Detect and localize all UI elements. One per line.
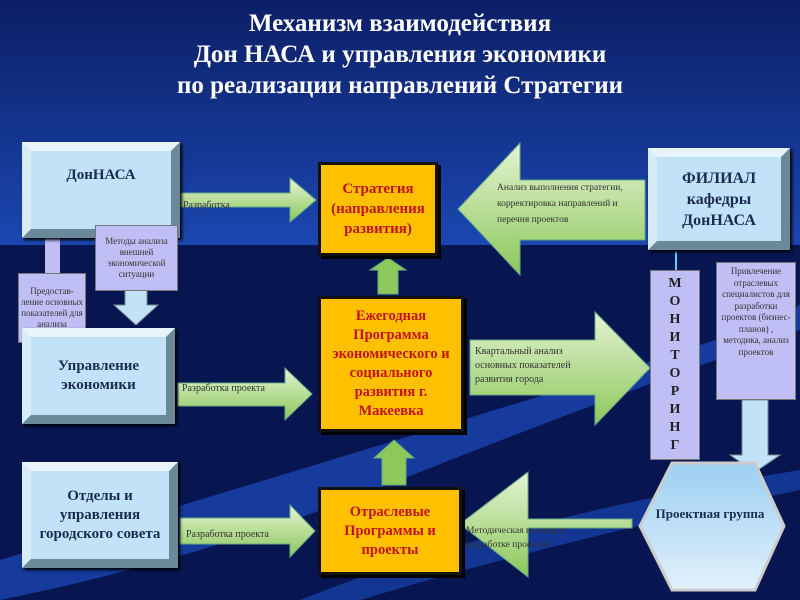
arrow-left-metodich [459, 470, 633, 579]
monitoring-letter: Т [670, 348, 680, 363]
filial-line: ФИЛИАЛ [681, 169, 757, 187]
arrow-right-otdely [179, 503, 316, 559]
box-otdely: Отделы и управления городского совета [22, 462, 178, 568]
box-strategy: Стратегия (направления развития) [318, 162, 438, 256]
box-donnasa: ДонНАСА [22, 142, 180, 238]
arrow-right-kvartal [469, 310, 651, 427]
title-line: Механизм взаимодействия [248, 10, 552, 37]
box-donnasa-label: ДонНАСА [66, 166, 136, 183]
title-line: Дон НАСА и управления экономики [193, 41, 607, 68]
monitoring-letter: Н [669, 312, 681, 327]
label-razrabotka-proekta-2: Разработка проекта [186, 529, 269, 540]
box-upravlenie: Управление экономики [22, 328, 175, 424]
box-annual: Ежегодная Программа экономического и соц… [318, 296, 464, 432]
label-razrabotka: Разработка [183, 200, 230, 211]
arrow-up-annual [368, 257, 408, 295]
project-group-label: Проектная группа [655, 506, 765, 521]
monitoring-letter: И [669, 402, 681, 417]
arrow-up-otraslevye [372, 439, 416, 486]
arrow-down-metody [112, 289, 160, 326]
label-razrabotka-proekta-1: Разработка проекта [182, 383, 265, 394]
monitoring-letter: Н [669, 420, 681, 435]
label-analiz: Анализ выполнения стратегии, корректиров… [497, 183, 623, 225]
arrow-right-upravlenie [177, 366, 313, 422]
box-privlechenie: Привлечение отраслевых специалистов для … [716, 262, 796, 400]
monitoring-letter: Г [670, 438, 680, 453]
connector-predost [45, 236, 60, 274]
monitoring-letter: И [669, 330, 681, 345]
title-line: по реализации направлений Стратегии [176, 72, 624, 99]
box-metody: Методы анализа внешней экономической сит… [95, 225, 178, 291]
filial-line: ДонНАСА [682, 211, 756, 229]
label-kvartal: Квартальный анализ основных показателей … [475, 346, 571, 385]
label-metodich: Методическая помощь в разработке проекто… [466, 526, 565, 550]
arrow-down-privlechenie [728, 399, 782, 473]
hexagon-project-group [638, 461, 786, 592]
arrow-right-razrabotka [177, 176, 317, 224]
filial-line: кафедры [686, 190, 752, 208]
monitoring-letter: Р [670, 384, 680, 399]
box-otraslevye: Отраслевые Программы и проекты [318, 487, 462, 575]
arrow-left-analiz [457, 141, 646, 277]
monitoring-letter: О [669, 294, 681, 309]
monitoring-letter: М [668, 276, 682, 291]
page-title: Механизм взаимодействия Дон НАСА и управ… [0, 8, 800, 101]
monitoring-letter: О [669, 366, 681, 381]
